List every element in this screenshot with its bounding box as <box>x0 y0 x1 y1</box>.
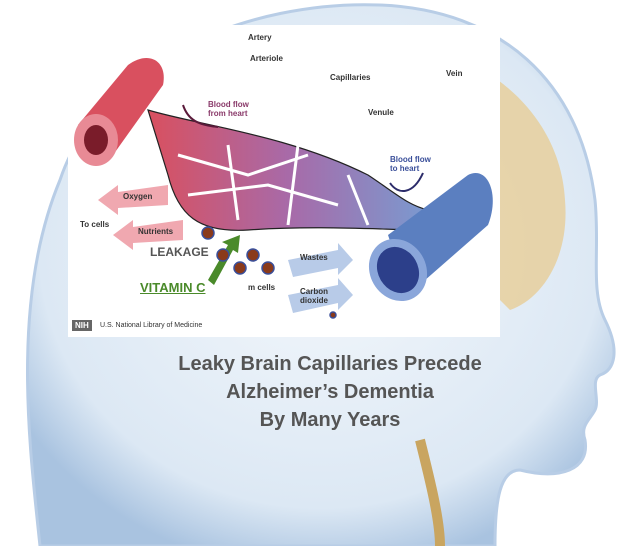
leakage-particles <box>201 226 337 319</box>
label-arteriole: Arteriole <box>250 54 283 63</box>
flow-to-arrow <box>389 172 424 192</box>
label-capillaries: Capillaries <box>330 73 371 82</box>
label-wastes: Wastes <box>300 253 328 262</box>
label-venule: Venule <box>368 108 394 117</box>
arrow-co2 <box>288 278 353 313</box>
arrow-nutrients <box>113 220 183 250</box>
title-line-1: Leaky Brain Capillaries Precede <box>178 353 482 375</box>
nih-badge: NIH <box>72 320 92 331</box>
title-line-2: Alzheimer’s Dementia <box>226 381 434 403</box>
label-leakage: LEAKAGE <box>150 245 209 259</box>
label-blood-flow-from: Blood flow from heart <box>208 100 249 118</box>
label-from-cells: m cells <box>248 283 276 292</box>
arrow-wastes <box>288 243 353 277</box>
capillary-illustration <box>74 57 493 319</box>
label-carbon-dioxide: Carbon dioxide <box>300 287 329 305</box>
capillary-diagram: Artery Arteriole Capillaries Vein Venule… <box>68 25 500 337</box>
label-vein: Vein <box>446 69 463 78</box>
title-line-3: By Many Years <box>259 409 401 431</box>
spinal-cord <box>415 438 445 546</box>
credit-text: U.S. National Library of Medicine <box>100 322 203 329</box>
label-nutrients: Nutrients <box>138 227 174 236</box>
arrow-oxygen <box>98 185 168 215</box>
label-to-cells: To cells <box>80 220 110 229</box>
label-vitamin-c: VITAMIN C <box>140 280 206 295</box>
label-artery: Artery <box>248 33 272 42</box>
label-blood-flow-to: Blood flow to heart <box>390 155 431 173</box>
capillary-bed <box>147 109 429 231</box>
flow-from-arrow <box>182 104 219 128</box>
label-oxygen: Oxygen <box>123 192 153 201</box>
